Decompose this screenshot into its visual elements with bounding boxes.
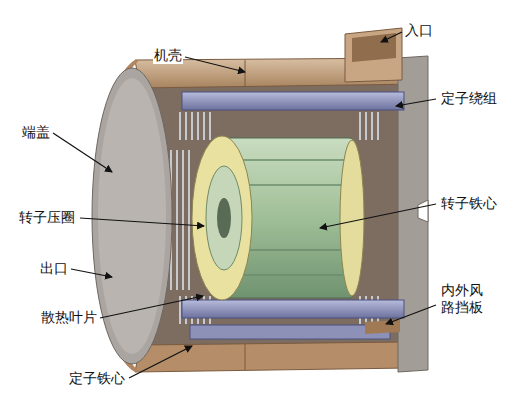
- housing-label: 机壳: [153, 47, 183, 64]
- inlet-label: 入口: [404, 22, 434, 39]
- baffle-label: 内外风 路挡板: [440, 282, 485, 316]
- stator-core-label: 定子铁心: [68, 370, 126, 387]
- stator-winding-label: 定子绕组: [440, 90, 498, 107]
- fin-label: 散热叶片: [40, 309, 98, 326]
- rotor-core-label: 转子铁心: [440, 195, 498, 212]
- outlet-label: 出口: [39, 260, 69, 277]
- end-cap-label: 端盖: [21, 124, 51, 141]
- rotor-ring-label: 转子压圈: [18, 209, 76, 226]
